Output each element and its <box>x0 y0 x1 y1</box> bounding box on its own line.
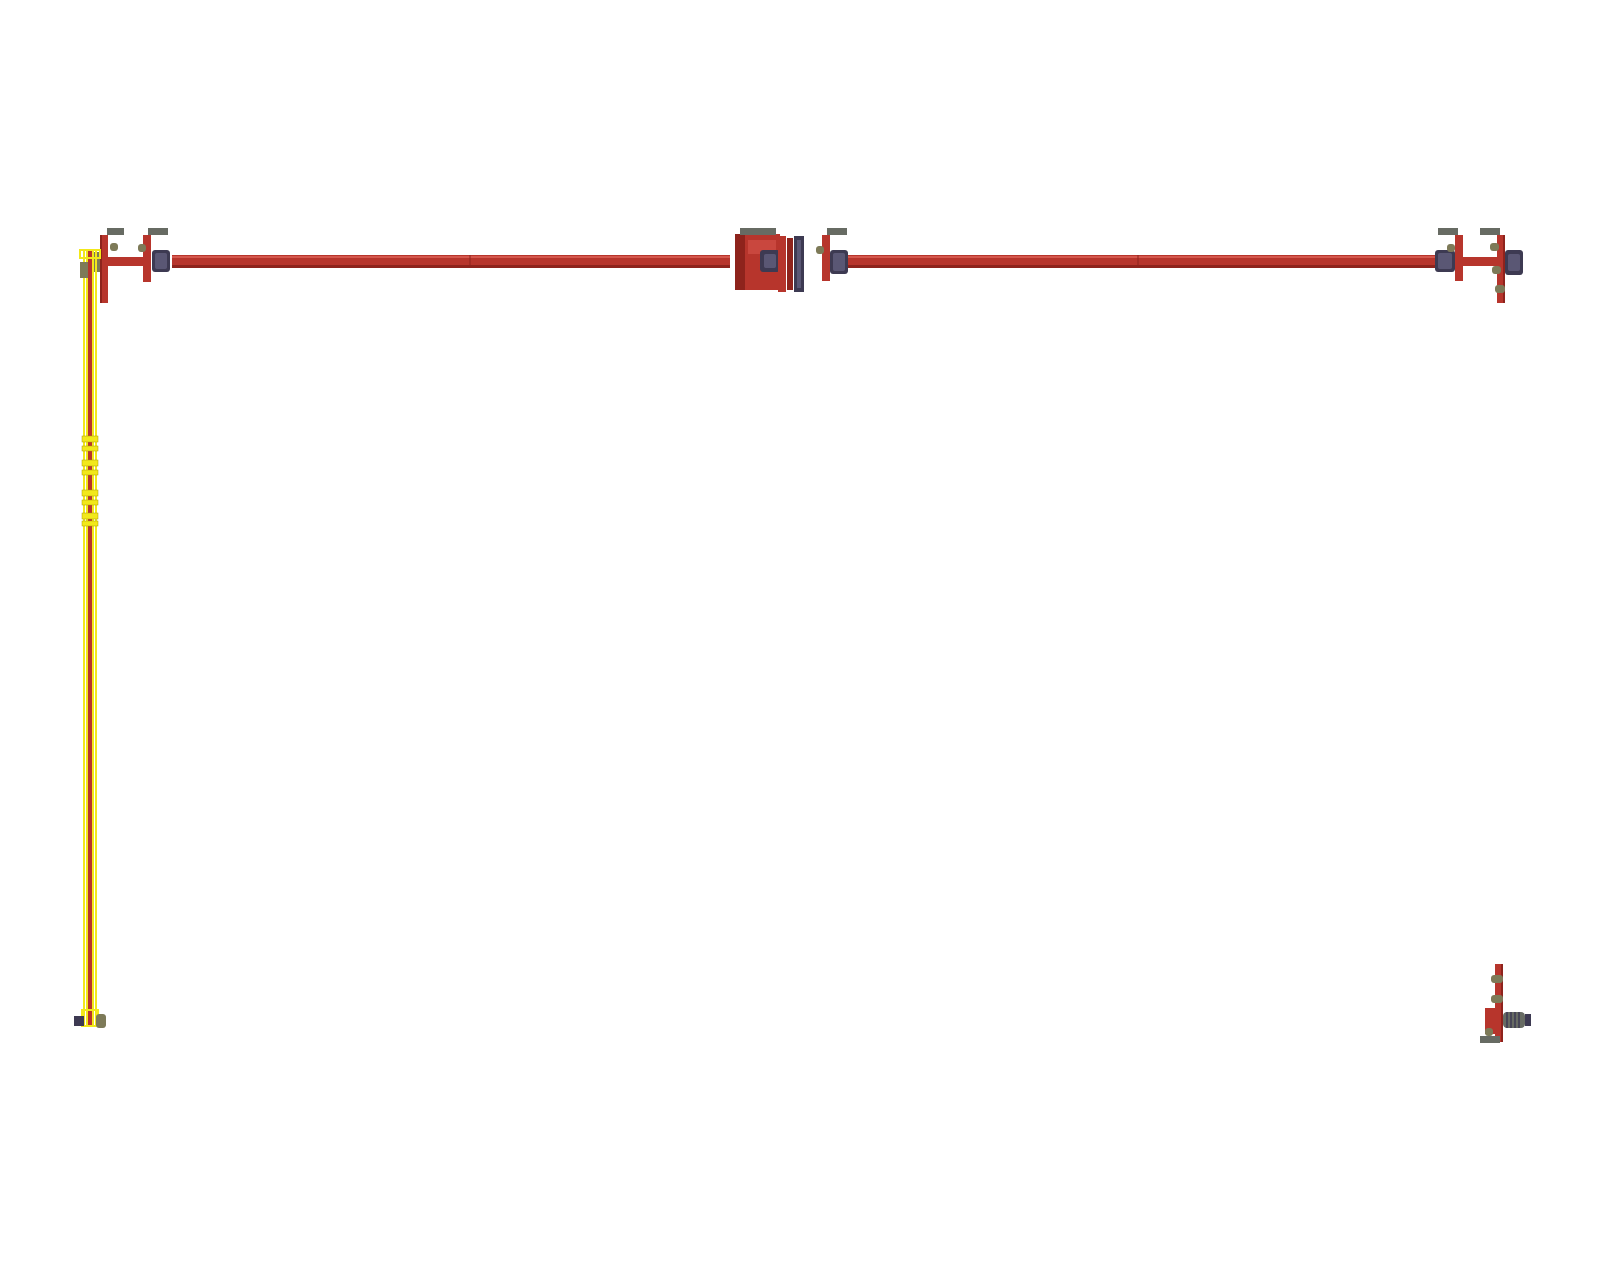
shaft-left-stub <box>100 257 145 266</box>
bottom-sprocket-right <box>96 1014 106 1028</box>
guard-clip <box>81 499 99 506</box>
spring-icon <box>1503 1012 1525 1028</box>
shaft-left-segment-shadow <box>172 265 730 268</box>
right-bracket-top <box>1480 228 1500 235</box>
left-end-plate-edge <box>100 235 102 303</box>
shaft-left-segment-highlight <box>172 256 730 258</box>
top-shaft <box>100 255 1505 268</box>
tensioner-nub-top <box>1491 975 1503 983</box>
bearing-block-icon <box>830 250 848 274</box>
center-plate <box>822 235 830 281</box>
left-inner-plate <box>143 235 151 282</box>
side-chain-guard <box>74 249 106 1028</box>
bottom-sprocket-left <box>74 1016 84 1026</box>
guard-clip <box>81 435 99 443</box>
right-end-assembly <box>1435 228 1523 303</box>
tensioner-arm <box>1485 1008 1495 1034</box>
tensioner-assembly <box>1480 964 1531 1043</box>
tensioner-foot-nub <box>1485 1028 1493 1036</box>
guard-clip <box>81 520 99 527</box>
guard-top-cap <box>79 249 101 259</box>
tensioner-foot <box>1480 1036 1500 1043</box>
bearing-block-icon <box>1505 250 1523 275</box>
right-nub-bottom <box>1495 285 1505 293</box>
drive-coupling-ring <box>787 238 793 290</box>
left-inner-bracket <box>148 228 168 235</box>
right-inner-nub <box>1447 244 1455 252</box>
vertical-shaft <box>88 250 92 1026</box>
right-nub-lower <box>1492 266 1501 274</box>
bearing-block-icon <box>1435 250 1455 272</box>
right-nub-upper <box>1490 243 1499 251</box>
left-inner-nub <box>138 244 146 252</box>
guard-clip <box>81 489 99 497</box>
tensioner-nub-mid <box>1491 995 1503 1003</box>
bearing-block-icon <box>152 250 170 272</box>
left-bracket-nub <box>110 243 118 251</box>
center-pillow-block <box>816 228 848 281</box>
drive-housing-top-bracket <box>740 228 776 235</box>
guard-clip <box>81 512 99 520</box>
guard-clip <box>81 459 99 467</box>
tensioner-end-cap <box>1525 1014 1531 1026</box>
right-inner-plate <box>1455 235 1463 281</box>
drive-housing-shade <box>735 234 745 290</box>
left-end-plate <box>100 235 108 303</box>
shaft-left-segment <box>172 255 730 268</box>
left-bracket-top <box>107 228 124 235</box>
right-inner-bracket <box>1438 228 1458 235</box>
drive-unit <box>735 228 804 292</box>
right-end-plate-edge <box>1503 235 1505 303</box>
drive-coupling-ring-3 <box>797 240 801 288</box>
guard-clip <box>81 469 99 476</box>
tensioner-plate-edge <box>1501 964 1503 1042</box>
gear-icon <box>760 250 780 272</box>
shaft-right-stub <box>1460 257 1505 266</box>
guard-top-sprocket <box>80 262 88 278</box>
drive-coupling <box>778 236 786 292</box>
center-nub <box>816 246 824 254</box>
guard-clip <box>81 445 99 452</box>
center-bracket-top <box>827 228 847 235</box>
